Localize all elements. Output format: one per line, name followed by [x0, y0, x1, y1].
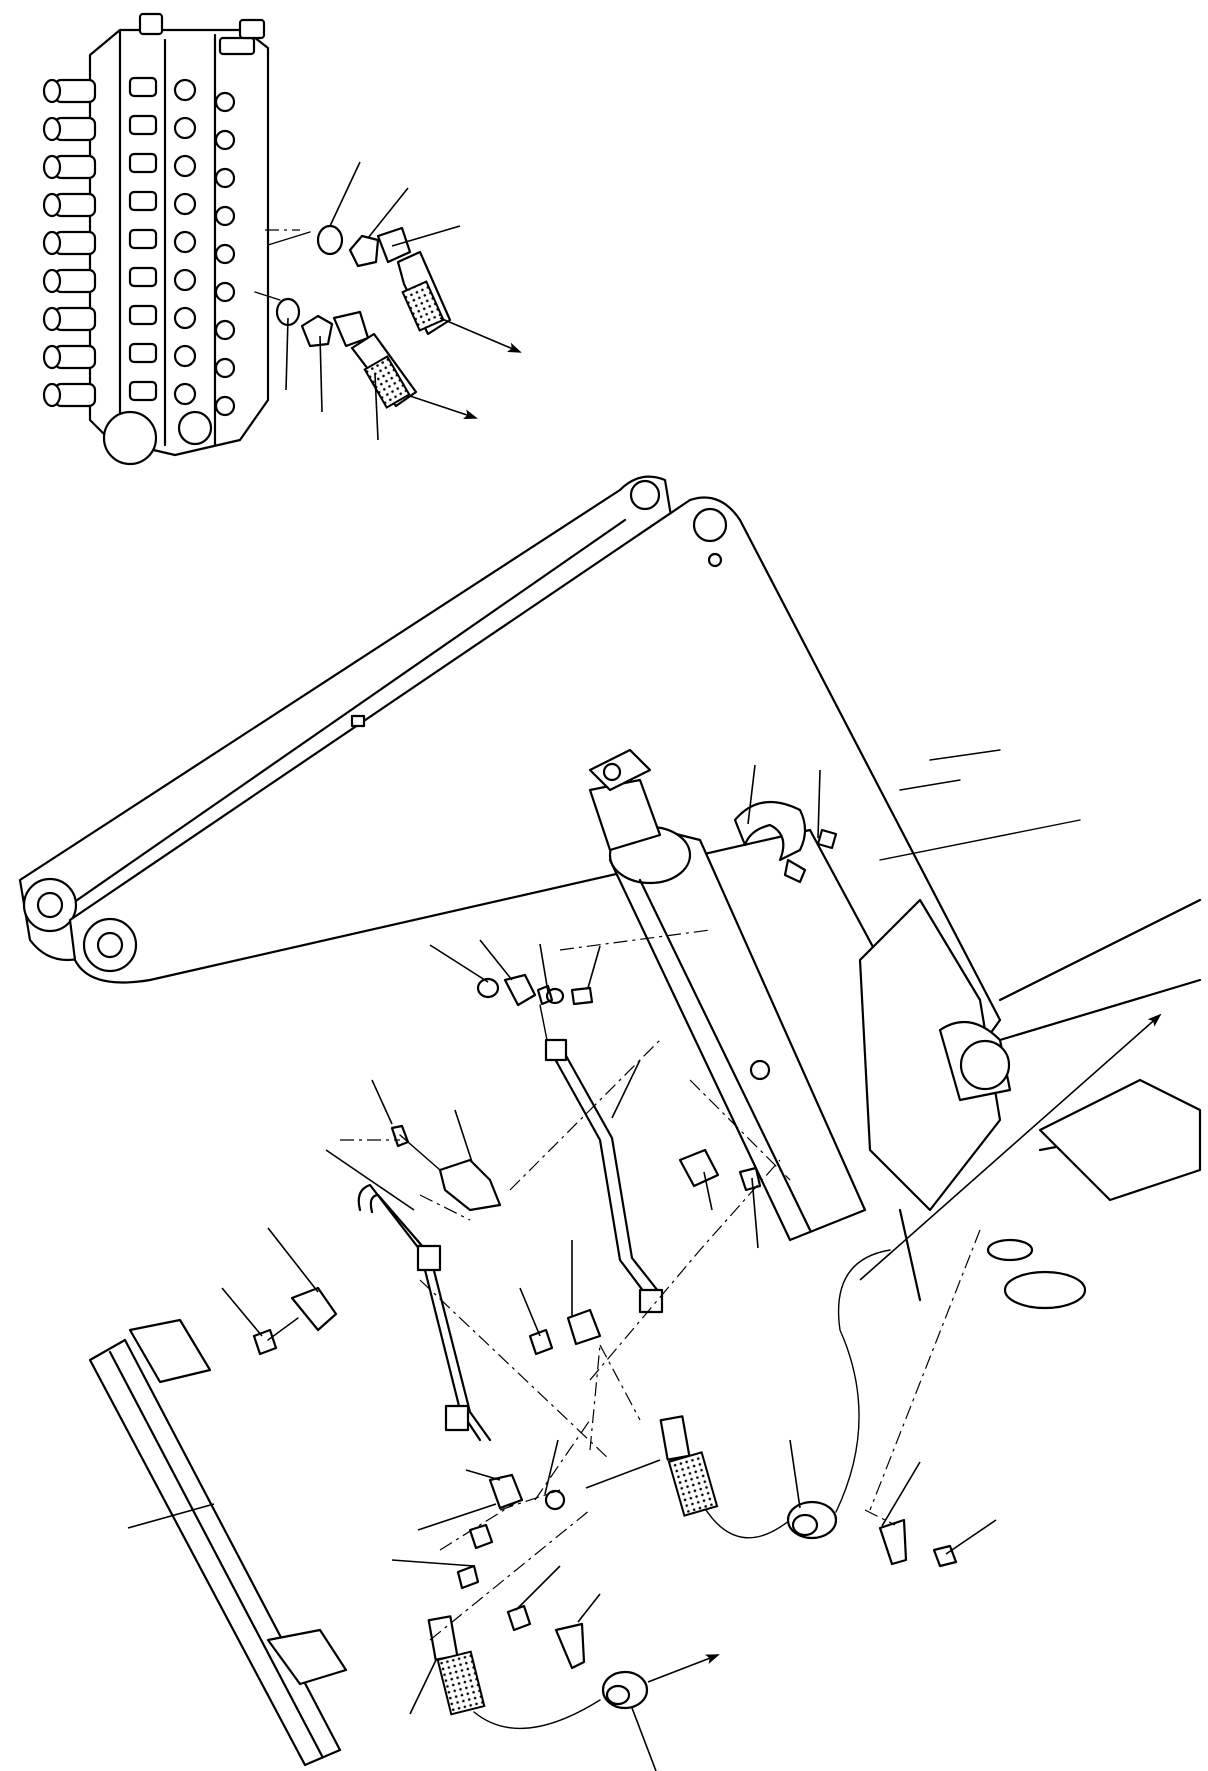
bracket-right	[878, 1518, 958, 1568]
callout-leader	[374, 373, 379, 441]
elbow-fitting	[476, 973, 594, 1041]
valve-port	[214, 281, 236, 303]
valve-boss	[128, 304, 158, 326]
valve-port	[173, 154, 197, 178]
valve-port	[214, 243, 236, 265]
valve-port	[173, 344, 197, 368]
valve-boss	[128, 114, 158, 136]
callout-leader	[611, 1059, 641, 1119]
steel-tube-left	[357, 1183, 524, 1510]
callout-leader	[417, 1503, 497, 1531]
callout-leader	[391, 1559, 475, 1567]
routing-lines	[265, 229, 981, 1641]
valve-spool-cap	[42, 192, 62, 218]
callout-leader	[391, 225, 461, 247]
boom-arm-icon	[18, 475, 1202, 1310]
callout-leader	[587, 945, 601, 989]
callout-leader	[429, 944, 489, 983]
valve-boss	[128, 380, 158, 402]
valve-port	[173, 382, 197, 406]
callout-leader	[881, 1461, 921, 1527]
hose-assembly-right	[659, 1249, 891, 1540]
callout-leader	[329, 161, 361, 227]
callout-leader	[544, 1439, 559, 1495]
valve-port	[214, 91, 236, 113]
valve-port	[214, 319, 236, 341]
valve-port	[173, 306, 197, 330]
valve-spool-cap	[42, 382, 62, 408]
valve-boss	[128, 152, 158, 174]
callout-leader	[945, 1519, 997, 1555]
valve-fitting-upper	[267, 224, 522, 353]
callout-leader	[127, 1503, 215, 1529]
steel-tube-right	[544, 1038, 664, 1314]
callout-leader	[319, 335, 323, 413]
callout-leader	[585, 1459, 661, 1489]
valve-port	[214, 167, 236, 189]
callout-leader	[789, 1439, 801, 1509]
valve-port	[214, 129, 236, 151]
valve-port	[173, 78, 197, 102]
callout-leaders	[127, 161, 997, 1771]
callout-leader	[539, 943, 549, 993]
callout-leader	[409, 1659, 437, 1715]
valve-spool-cap	[42, 230, 62, 256]
tube-clamp-d	[678, 1148, 762, 1192]
callout-leader	[631, 1707, 657, 1771]
callout-leader	[747, 764, 756, 825]
hose-assembly-bottom	[427, 1615, 720, 1730]
valve-port	[214, 395, 236, 417]
valve-port	[173, 116, 197, 140]
callout-leader	[367, 187, 409, 239]
tube-clamp-b	[252, 1286, 338, 1356]
tube-clamp-c	[528, 1308, 602, 1356]
callout-leader	[285, 317, 289, 391]
valve-fitting-lower	[254, 291, 478, 419]
valve-spool-cap	[42, 344, 62, 370]
callout-leader	[703, 1171, 713, 1211]
callout-leader	[465, 1469, 501, 1481]
valve-spool-cap	[42, 78, 62, 104]
callout-leader	[479, 939, 513, 981]
valve-port	[214, 205, 236, 227]
callout-leader	[515, 1565, 561, 1611]
valve-boss	[128, 228, 158, 250]
valve-boss	[128, 342, 158, 364]
callout-leader	[751, 1177, 759, 1249]
valve-spool-cap	[42, 116, 62, 142]
bolt-fittings	[456, 1489, 566, 1590]
valve-spool-cap	[42, 154, 62, 180]
callout-leader	[817, 769, 821, 839]
valve-port	[173, 192, 197, 216]
bracket-bottom	[506, 1604, 586, 1670]
callout-leader	[371, 1079, 393, 1125]
valve-spool-cap	[42, 306, 62, 332]
tube-guard	[88, 1318, 348, 1767]
hose-clamp	[733, 800, 838, 884]
callout-leader	[325, 1149, 415, 1211]
valve-port	[214, 357, 236, 379]
valve-boss	[128, 190, 158, 212]
valve-port	[173, 230, 197, 254]
callout-leader	[577, 1593, 601, 1623]
callout-leader	[454, 1109, 473, 1163]
control-valve-icon	[42, 12, 270, 466]
valve-boss	[128, 76, 158, 98]
callout-leader	[519, 1287, 541, 1337]
direction-arrow	[859, 1013, 1162, 1281]
callout-leader	[267, 1227, 319, 1293]
tube-clamp-a	[390, 1124, 502, 1212]
valve-port	[173, 268, 197, 292]
callout-leader	[221, 1287, 263, 1337]
valve-boss	[128, 266, 158, 288]
valve-spool-cap	[42, 268, 62, 294]
